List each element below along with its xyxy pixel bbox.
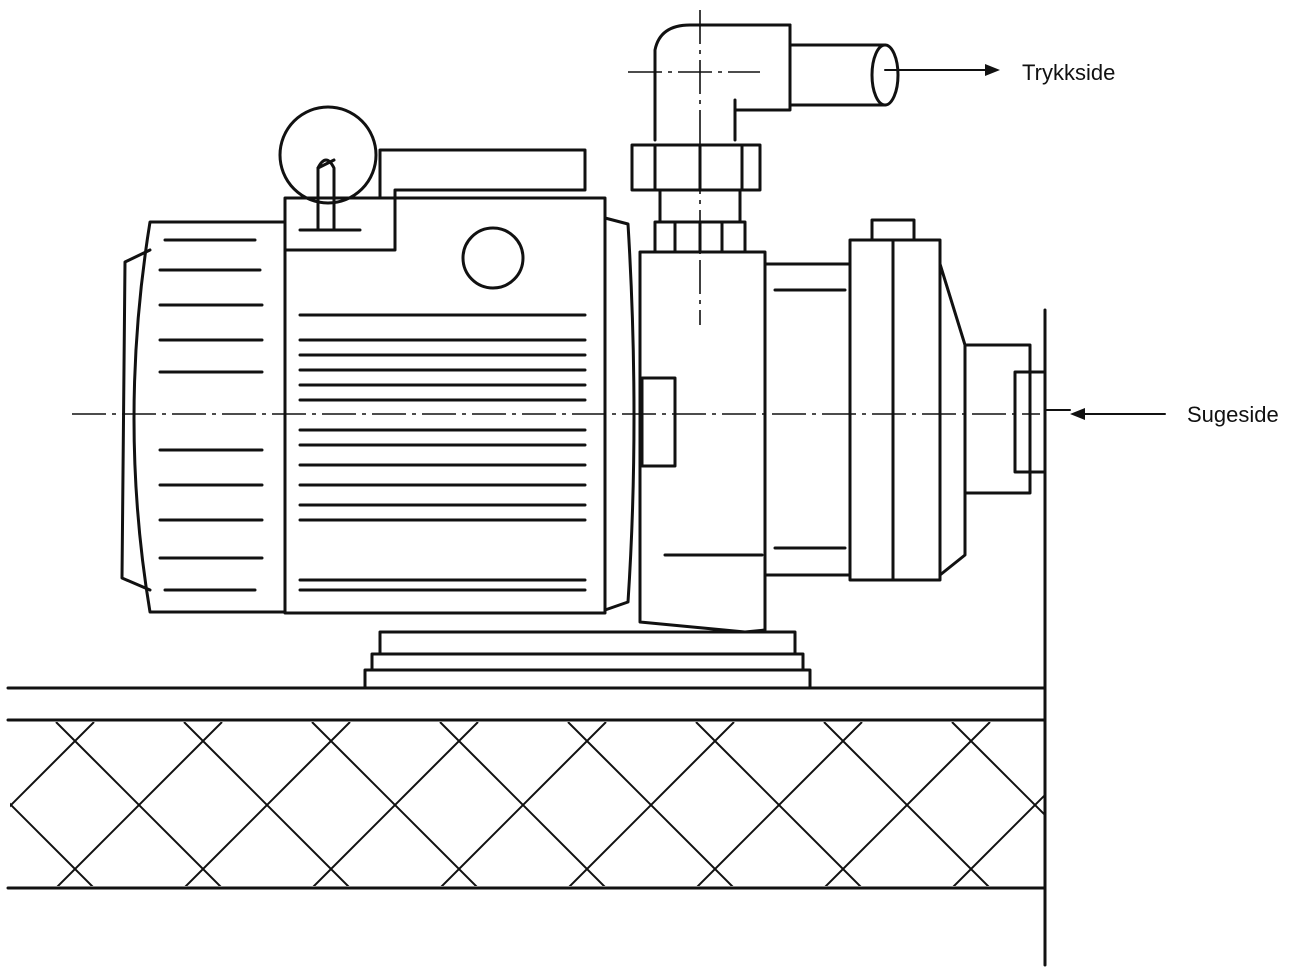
motor-fan-cover bbox=[120, 220, 287, 614]
suction-arrow bbox=[1070, 408, 1166, 420]
hatch-line bbox=[695, 722, 862, 886]
suction-flange bbox=[848, 218, 1071, 582]
motor-body bbox=[283, 148, 636, 615]
foundation-hatching bbox=[10, 722, 1316, 888]
hatch-line bbox=[951, 722, 1044, 816]
pressure-side-label: Trykkside bbox=[1022, 60, 1115, 85]
hatch-line bbox=[1208, 722, 1316, 888]
hatch-line bbox=[55, 722, 222, 886]
hatch-line bbox=[1208, 722, 1316, 888]
pump-base bbox=[363, 630, 812, 690]
foundation bbox=[6, 308, 1316, 967]
discharge-pipe bbox=[630, 23, 1000, 254]
hatch-line bbox=[10, 802, 94, 886]
hatch-line bbox=[311, 722, 478, 886]
center-lines bbox=[72, 10, 1040, 415]
hatch-line bbox=[823, 722, 990, 886]
pressure-gauge bbox=[278, 105, 378, 232]
hatch-line bbox=[183, 722, 350, 886]
suction-side-label: Sugeside bbox=[1187, 402, 1279, 427]
hatch-line bbox=[567, 722, 734, 886]
hatch-line bbox=[1080, 722, 1246, 888]
pump-casing bbox=[638, 250, 852, 634]
hatch-line bbox=[439, 722, 606, 886]
hatch-line bbox=[1080, 722, 1246, 888]
